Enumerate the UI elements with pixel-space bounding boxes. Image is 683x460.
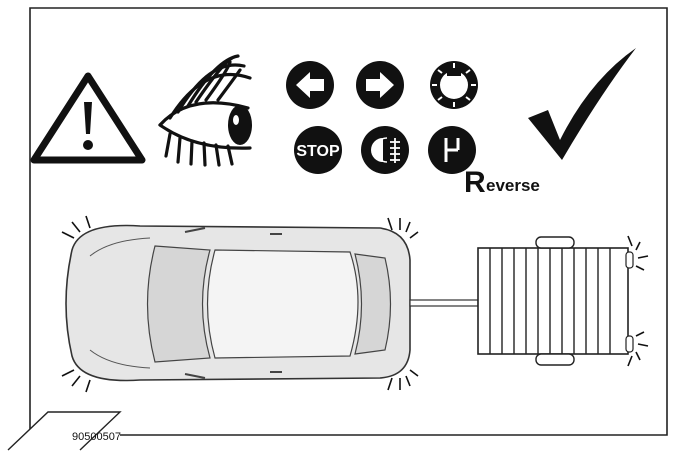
trailer-wheel-top	[535, 236, 575, 249]
figure-code: 90500507	[72, 431, 121, 443]
trailer	[477, 236, 634, 366]
stop-lamp-label: STOP	[296, 143, 340, 160]
car-windshield	[146, 245, 211, 363]
trailer-lamp-top	[625, 251, 634, 269]
right-turn-indicator-icon	[356, 61, 404, 109]
figure-code-tab	[7, 411, 122, 451]
check-mark-icon	[528, 48, 636, 160]
trailer-wheel-bottom	[535, 353, 575, 366]
reverse-gear-icon: R everse	[428, 126, 540, 199]
car-light-rays	[61, 215, 419, 393]
figure-frame	[29, 7, 668, 436]
eye-icon	[158, 54, 252, 167]
lamp-ring-icon	[430, 61, 478, 109]
left-turn-indicator-icon	[286, 61, 334, 109]
car-roof	[206, 249, 359, 359]
reverse-gear-label-rest: everse	[486, 176, 540, 195]
rear-fog-lamp-icon	[361, 126, 409, 174]
trailer-light-rays	[627, 235, 649, 367]
reverse-gear-label-initial: R	[464, 166, 486, 199]
warning-triangle-icon	[30, 72, 146, 164]
car-rear-window	[354, 253, 392, 355]
tow-bar	[409, 299, 479, 307]
stop-lamp-icon: STOP	[294, 126, 342, 174]
trailer-lamp-bottom	[625, 335, 634, 353]
car-top-view	[65, 224, 411, 382]
